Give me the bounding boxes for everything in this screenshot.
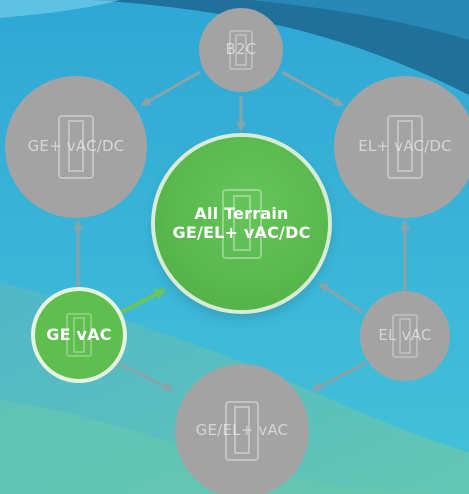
node-label: GE vAC xyxy=(46,324,112,344)
arrow-b2c-to-ge-vacdc xyxy=(140,70,201,107)
node-label: GE+ vAC/DC xyxy=(27,137,125,156)
node-label: GE/EL+ vAC xyxy=(195,421,289,440)
arrow-ge-vac-to-center xyxy=(113,288,167,318)
node-label: All Terrain GE/EL+ vAC/DC xyxy=(172,204,311,242)
device-icon xyxy=(392,314,418,358)
node-ge-el-vac[interactable]: GE/EL+ vAC xyxy=(175,364,309,494)
node-el-vacdc[interactable]: EL+ vAC/DC xyxy=(334,76,469,218)
node-label-line2: GE/EL+ vAC/DC xyxy=(172,222,311,242)
arrow-ge-vac-to-ge-el-vac xyxy=(117,361,174,392)
device-icon xyxy=(387,115,423,179)
node-el-vac[interactable]: EL vAC xyxy=(360,291,450,381)
arrow-b2c-to-el-vacdc xyxy=(281,70,344,107)
arrow-el-vac-to-ge-el-vac xyxy=(311,361,367,392)
device-icon xyxy=(229,30,253,70)
node-label: B2C xyxy=(225,40,257,59)
node-ge-vac[interactable]: GE vAC xyxy=(35,291,123,379)
device-icon xyxy=(225,401,259,461)
node-b2c[interactable]: B2C xyxy=(199,8,283,92)
node-label-line1: All Terrain xyxy=(194,204,289,224)
node-all-terrain[interactable]: All Terrain GE/EL+ vAC/DC xyxy=(155,137,328,310)
device-icon xyxy=(221,188,262,259)
node-label: EL vAC xyxy=(378,326,432,345)
device-icon xyxy=(58,115,94,179)
arrow-el-vac-to-center xyxy=(318,282,363,314)
node-label: EL+ vAC/DC xyxy=(358,137,452,156)
node-ge-vacdc[interactable]: GE+ vAC/DC xyxy=(5,76,147,218)
device-icon xyxy=(66,313,92,357)
